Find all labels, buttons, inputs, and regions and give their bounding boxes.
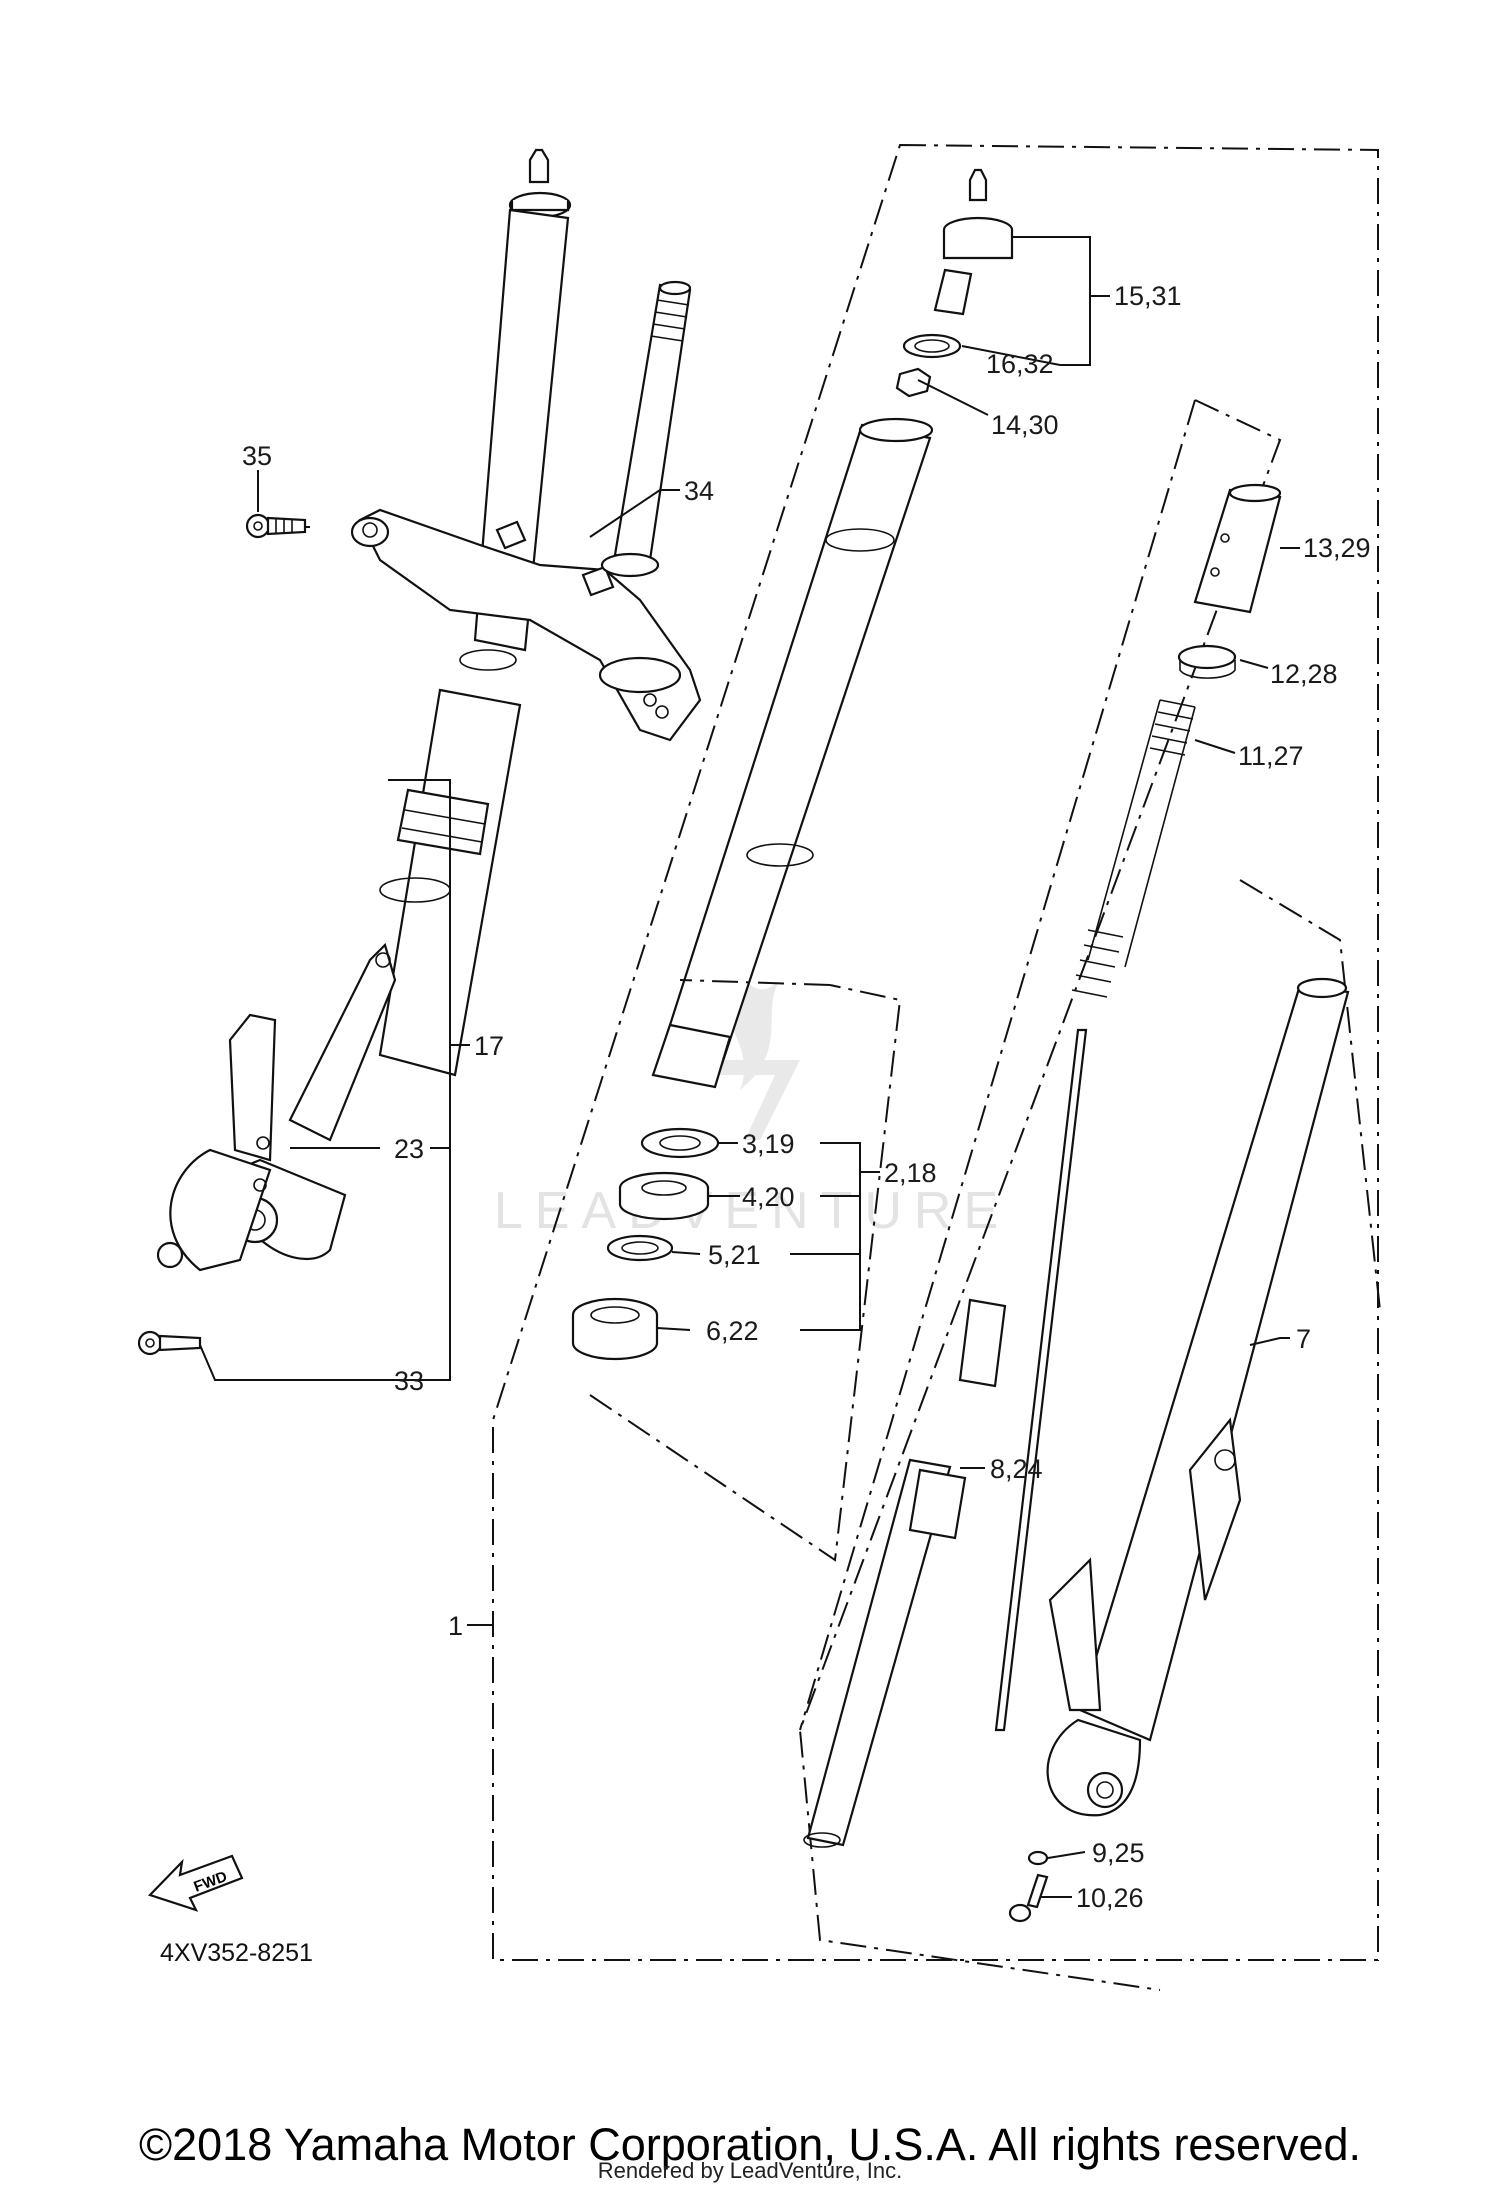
callout-4-20: 4,20 [742,1182,795,1212]
callout-14-30: 14,30 [991,410,1059,440]
spacer [1193,483,1282,614]
seal-stack [571,1127,720,1361]
washer-9 [1027,1850,1049,1866]
outer-tube [1046,977,1350,1817]
lock-nut [895,367,932,398]
callout-17: 17 [474,1031,504,1061]
callout-9-25: 9,25 [1092,1838,1145,1868]
assembled-fork-leg [156,148,572,1272]
bolt-35 [245,513,307,539]
copyright-notice: ©2018 Yamaha Motor Corporation, U.S.A. A… [138,2119,1362,2170]
inner-tube [651,417,934,1089]
callout-34: 34 [684,476,714,506]
triple-clamp [350,280,702,742]
rendered-by-notice: Rendered by LeadVenture, Inc. [597,2158,903,2183]
callout-2-18: 2,18 [884,1158,937,1188]
callout-11-27: 11,27 [1238,741,1304,771]
callout-16-32: 16,32 [986,349,1054,379]
callout-5-21: 5,21 [708,1240,761,1270]
bolt-10 [1008,1873,1049,1923]
bolt-33 [137,1330,202,1356]
diagram-code: 4XV352-8251 [160,1939,313,1967]
callout-3-19: 3,19 [742,1129,795,1159]
o-ring [902,333,962,359]
explode-lines [589,399,1381,1991]
damper-rod [803,1028,1088,1848]
fwd-arrow-icon: FWD [147,1854,244,1912]
fork-spring [1071,699,1196,998]
spring-seat [1177,644,1237,679]
callout-12-28: 12,28 [1270,659,1338,689]
cap-bolt-assembly [933,168,1014,316]
callout-6-22: 6,22 [706,1316,759,1346]
callout-33: 33 [394,1366,424,1396]
callout-23: 23 [394,1134,424,1164]
assembly-outline [492,143,1379,1961]
callout-1: 1 [448,1611,463,1641]
callout-8-24: 8,24 [990,1454,1043,1484]
callout-35: 35 [242,441,272,471]
watermark-text: LEADVENTURE [494,1182,1010,1240]
callout-15-31: 15,31 [1114,281,1182,311]
watermark: LEADVENTURE [494,960,1010,1240]
callout-7: 7 [1296,1324,1311,1354]
leader-lines [199,236,1300,1898]
callout-13-29: 13,29 [1303,533,1371,563]
callout-labels: 15,31 16,32 14,30 35 34 13,29 12,28 11,2… [242,281,1371,1913]
callout-10-26: 10,26 [1076,1883,1144,1913]
